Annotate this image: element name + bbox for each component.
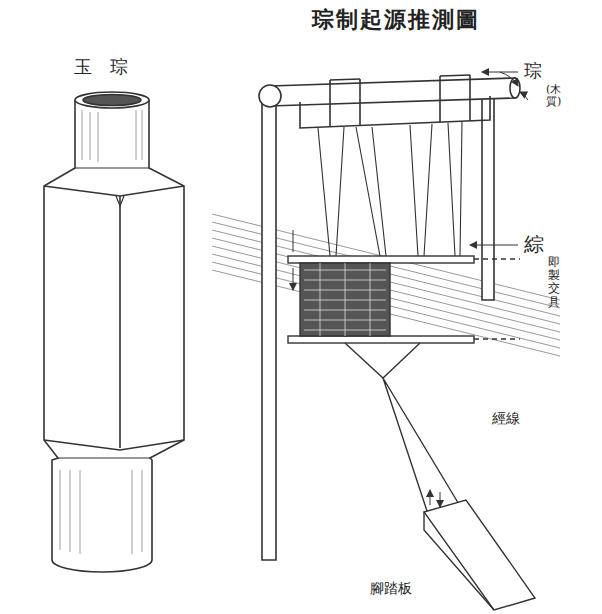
part-label: 綜 <box>522 232 546 256</box>
jade-cong <box>44 92 184 572</box>
rotation-arrow <box>520 92 528 100</box>
part-label: 經線 <box>490 410 522 427</box>
callout-arrow <box>482 71 518 72</box>
heddle-cords <box>318 122 462 256</box>
part-label: 腳踏板 <box>368 580 414 597</box>
part-note: (木質) <box>546 84 557 108</box>
part-label: 玉 琮 <box>74 56 128 78</box>
treadle <box>345 343 535 610</box>
loom-frame <box>259 75 520 560</box>
callout-arrow <box>470 244 518 245</box>
part-label: 琮 <box>522 60 544 82</box>
rotation-arrow <box>500 72 518 86</box>
part-note: 即製交具 <box>548 256 560 309</box>
heddle <box>288 230 520 343</box>
diagram-title: 琮制起源推測圖 <box>312 6 480 32</box>
